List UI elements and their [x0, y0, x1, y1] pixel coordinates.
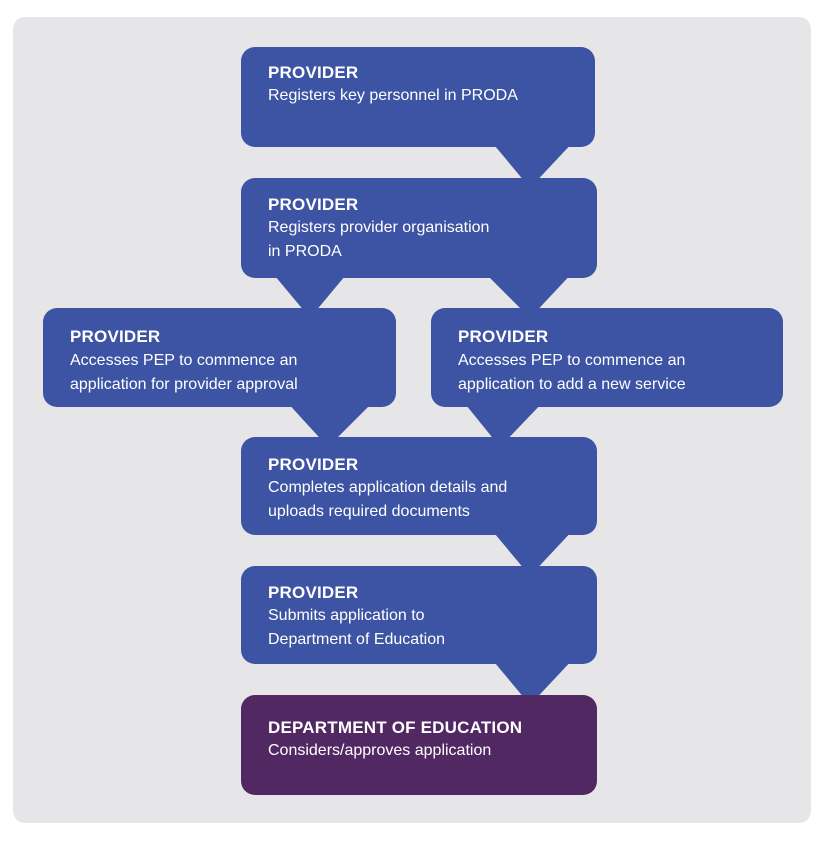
step-7-box: DEPARTMENT OF EDUCATION Considers/approv…	[241, 695, 597, 795]
step-3-action-line-1: Accesses PEP to commence an	[70, 352, 298, 369]
connector-step2-to-step4	[482, 270, 575, 318]
step-1-action-line-1: Registers key personnel in PRODA	[268, 87, 518, 104]
step-2-box: PROVIDER Registers provider organisation…	[241, 178, 597, 278]
step-2-action-line-1: Registers provider organisation	[268, 219, 490, 236]
connector-step2-to-step3	[270, 270, 350, 318]
connector-step6-to-step7	[490, 657, 575, 705]
step-6-box: PROVIDER Submits application to Departme…	[241, 566, 597, 664]
step-6-actor: PROVIDER	[268, 583, 359, 602]
connector-step5-to-step6	[490, 528, 575, 576]
step-5-action-line-1: Completes application details and	[268, 479, 508, 496]
step-5-action-line-2: uploads required documents	[268, 503, 470, 520]
step-1-actor: PROVIDER	[268, 63, 359, 82]
step-3-actor: PROVIDER	[70, 327, 161, 346]
step-7-action-line-1: Considers/approves application	[268, 742, 492, 759]
step-3-action-line-2: application for provider approval	[70, 376, 298, 393]
step-6-action-line-2: Department of Education	[268, 631, 445, 648]
step-4-action-line-2: application to add a new service	[458, 376, 686, 393]
step-3-box: PROVIDER Accesses PEP to commence an app…	[43, 308, 396, 407]
step-7-actor: DEPARTMENT OF EDUCATION	[268, 718, 523, 737]
diagram-panel	[13, 17, 811, 823]
step-6-action-line-1: Submits application to	[268, 607, 425, 624]
step-4-box: PROVIDER Accesses PEP to commence an app…	[431, 308, 783, 407]
step-2-actor: PROVIDER	[268, 195, 359, 214]
step-4-action-line-1: Accesses PEP to commence an	[458, 352, 686, 369]
connector-step4-to-step5	[462, 400, 545, 447]
step-4-actor: PROVIDER	[458, 327, 549, 346]
step-5-box: PROVIDER Completes application details a…	[241, 437, 597, 535]
step-5-actor: PROVIDER	[268, 455, 359, 474]
step-1-box: PROVIDER Registers key personnel in PROD…	[241, 47, 595, 147]
connector-step3-to-step5	[285, 400, 375, 447]
step-2-action-line-2: in PRODA	[268, 243, 342, 260]
connector-step1-to-step2	[490, 140, 575, 188]
